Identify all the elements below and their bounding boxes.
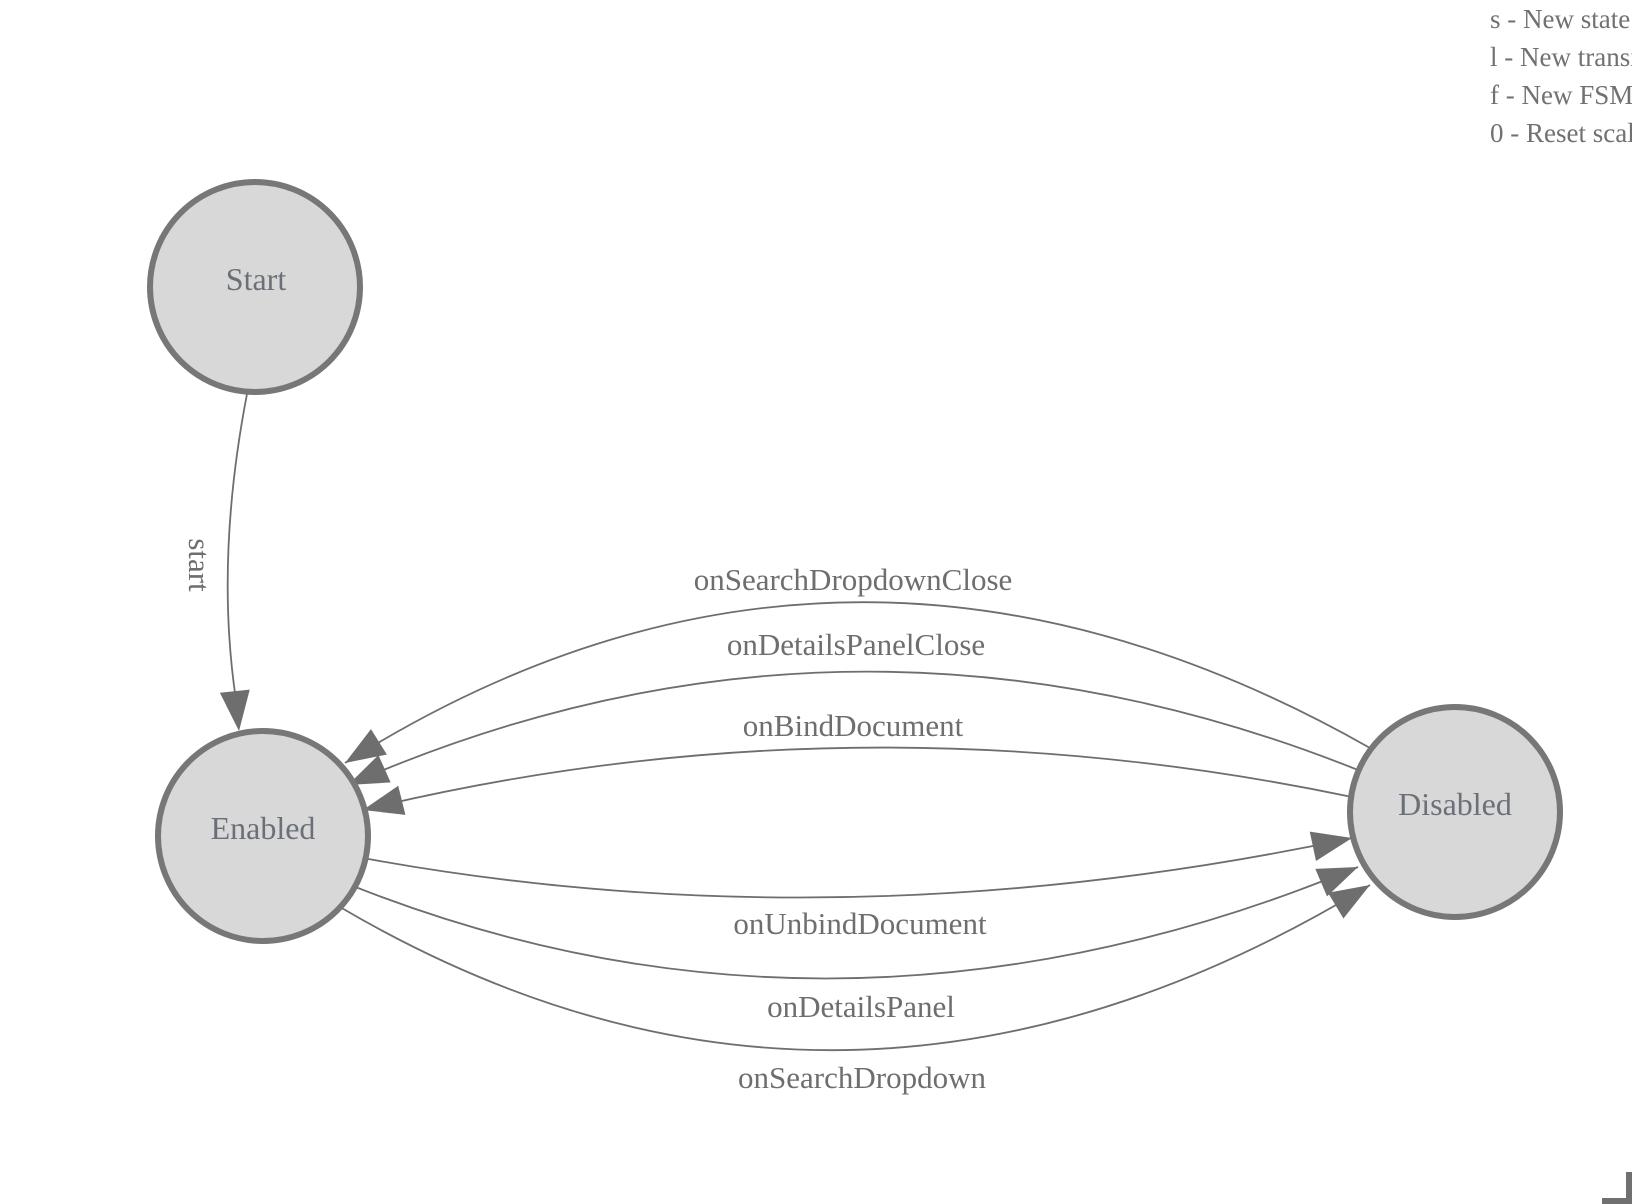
state-enabled-label: Enabled (211, 810, 316, 846)
corner-bracket-horizontal (1602, 1198, 1632, 1204)
transition-onSearchDropdownClose[interactable] (344, 601, 1371, 764)
shortcuts-legend: s - New state l - New transition f - New… (1490, 0, 1632, 152)
shortcut-new-transition: l - New transition (1490, 42, 1632, 72)
state-start-label: Start (226, 261, 287, 297)
state-start-circle[interactable] (147, 179, 363, 395)
shortcut-new-fsm: f - New FSM (1490, 80, 1632, 110)
state-disabled-label: Disabled (1398, 786, 1512, 822)
transition-label-onDetailsPanelClose[interactable]: onDetailsPanelClose (727, 627, 985, 662)
transition-onBindDocument[interactable] (362, 746, 1353, 811)
transition-label-start[interactable]: start (182, 538, 217, 592)
transition-onUnbindDocument[interactable] (362, 837, 1353, 899)
transition-label-onSearchDropdownClose[interactable]: onSearchDropdownClose (694, 562, 1013, 597)
arrowhead-onSearchDropdownClose (345, 729, 387, 763)
transition-label-onDetailsPanel[interactable]: onDetailsPanel (767, 989, 955, 1024)
state-start[interactable]: Start (147, 179, 363, 395)
arrowhead-onDetailsPanel (1315, 867, 1358, 897)
arrowhead-onSearchDropdown (1327, 885, 1370, 919)
arrowhead-onDetailsPanelClose (348, 755, 391, 785)
state-enabled-circle[interactable] (155, 728, 371, 944)
state-enabled[interactable]: Enabled (155, 728, 371, 944)
state-disabled[interactable]: Disabled (1347, 704, 1563, 920)
shortcut-new-state: s - New state (1490, 4, 1631, 34)
transition-onDetailsPanel[interactable] (352, 866, 1359, 980)
transition-label-onSearchDropdown[interactable]: onSearchDropdown (738, 1060, 986, 1095)
shortcut-reset-scale: 0 - Reset scale (1490, 118, 1632, 148)
corner-bracket-vertical (1626, 1172, 1632, 1204)
canvas-corner-bracket (1602, 1172, 1632, 1204)
arrowhead-onBindDocument (363, 785, 406, 815)
arrowhead-onUnbindDocument (1309, 831, 1352, 861)
transition-start[interactable] (226, 393, 248, 701)
arrowhead-start-to-enabled (219, 689, 250, 731)
state-disabled-circle[interactable] (1347, 704, 1563, 920)
transition-onDetailsPanelClose[interactable] (347, 670, 1359, 786)
transition-onSearchDropdown[interactable] (339, 884, 1371, 1052)
transition-label-onUnbindDocument[interactable]: onUnbindDocument (733, 906, 987, 941)
transition-label-onBindDocument[interactable]: onBindDocument (743, 708, 964, 743)
